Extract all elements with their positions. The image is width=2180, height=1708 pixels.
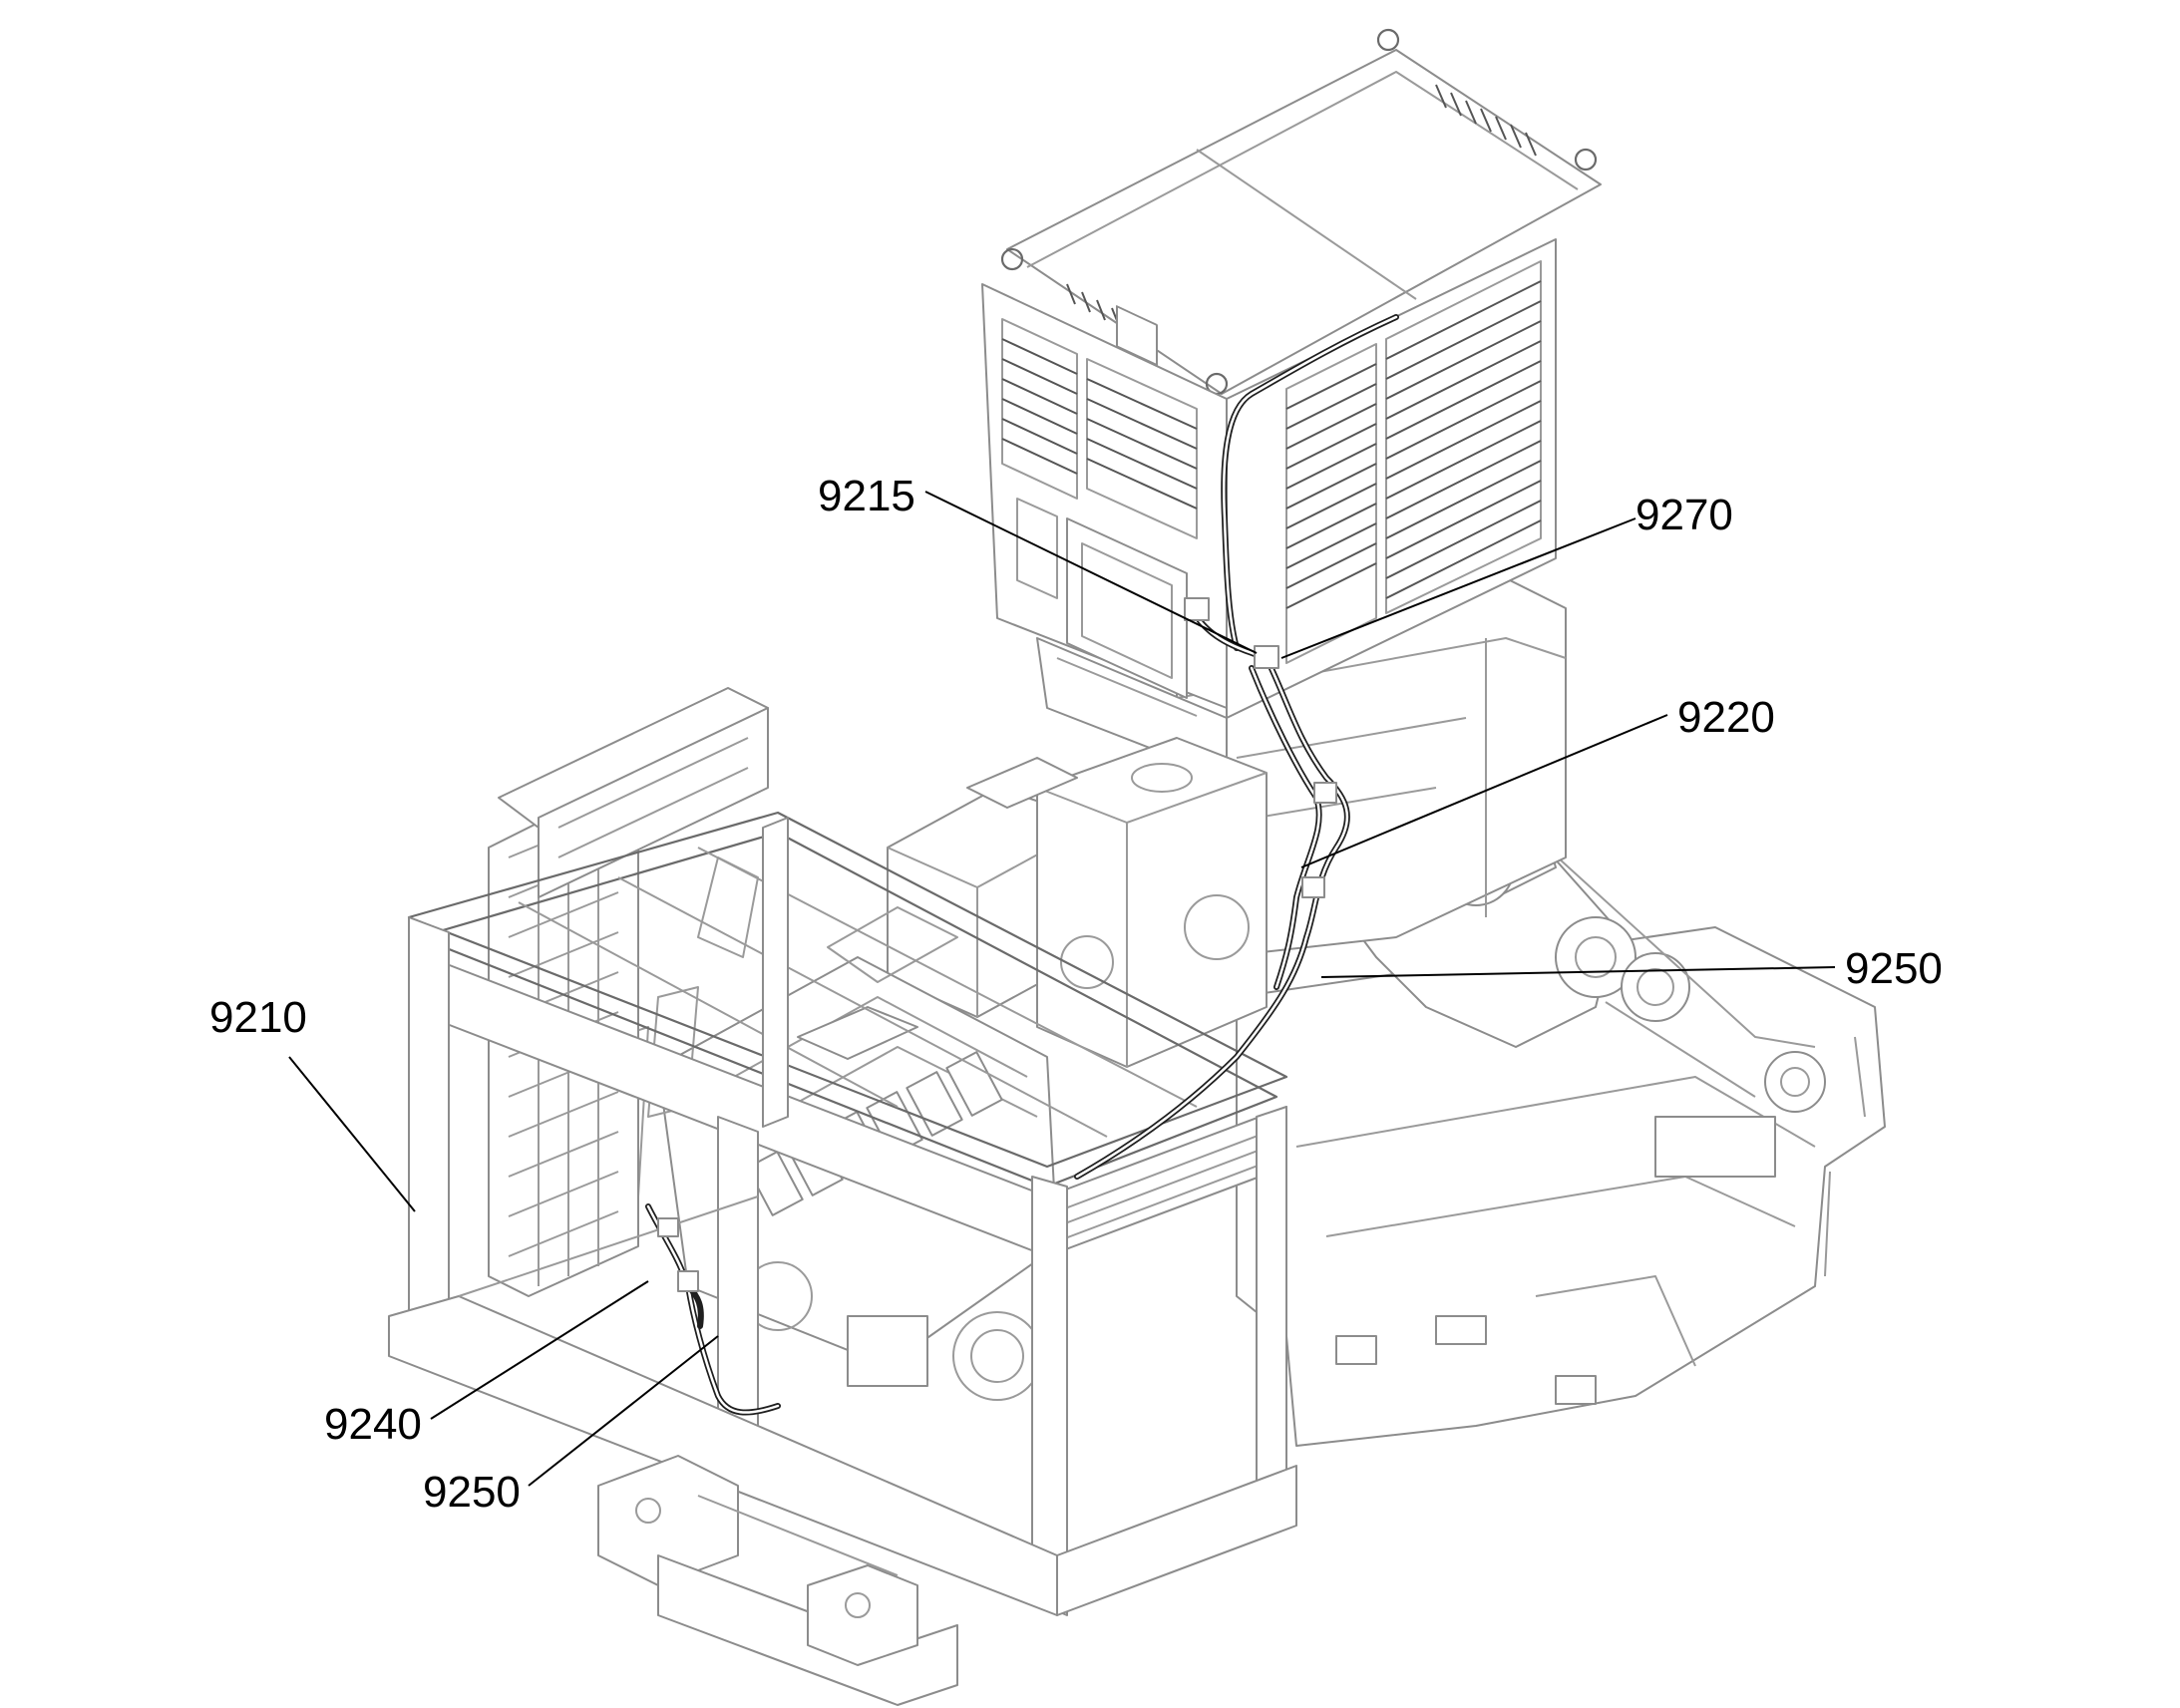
main-frame [1236, 926, 1886, 1447]
callout-9270: 9270 [1635, 491, 1733, 539]
leader-9240 [430, 1280, 649, 1420]
wiring-harness [645, 314, 1399, 1416]
leader-9270 [1280, 517, 1636, 659]
leader-9250-upper [1320, 966, 1836, 978]
center-housings [887, 737, 1268, 1068]
leader-9250-lower [528, 1335, 719, 1487]
front-skid [597, 1455, 958, 1706]
cab-right-louvers [1285, 260, 1542, 664]
leader-9215 [924, 491, 1258, 654]
callout-9240: 9240 [324, 1400, 422, 1449]
leader-9210 [288, 1056, 416, 1212]
leader-9220 [1300, 714, 1668, 868]
callout-9220: 9220 [1677, 693, 1775, 742]
callout-9250-lower: 9250 [423, 1468, 521, 1517]
callout-9250-upper: 9250 [1845, 944, 1943, 993]
cab-left-louvers [1001, 305, 1198, 699]
engine-frame-cage [388, 811, 1297, 1616]
leader-lines [288, 491, 1836, 1487]
callout-labels: 9215 9270 9220 9250 9210 9240 9250 [209, 472, 1943, 1517]
callout-9210: 9210 [209, 993, 307, 1042]
callout-9215: 9215 [818, 472, 915, 520]
